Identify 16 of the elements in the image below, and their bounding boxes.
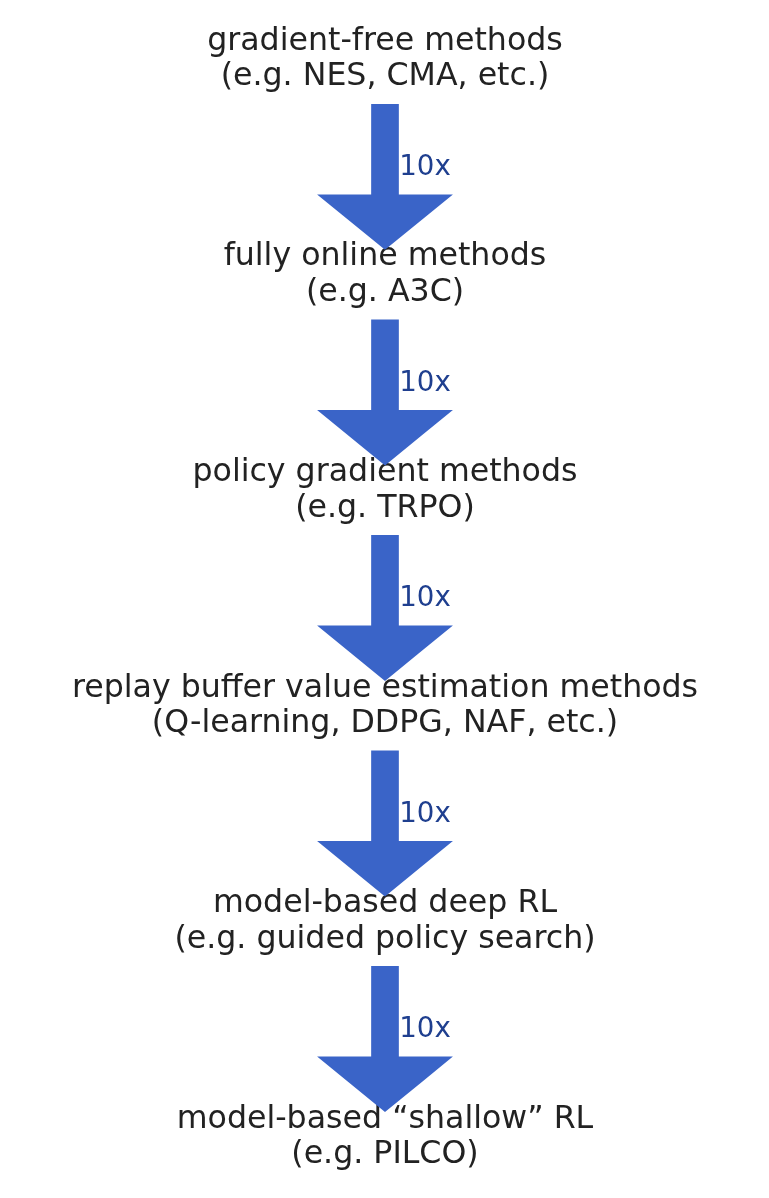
arrow (316, 750, 453, 897)
node-text: replay buffer value estimation methods (Q-learning, DDPG, NAF, etc.) (71, 667, 698, 740)
edge-label: 10x (398, 364, 451, 398)
node-text: fully online methods (e.g. A3C) (223, 236, 546, 308)
edge-label: 10x (398, 580, 451, 614)
arrow (316, 535, 453, 681)
arrow (316, 966, 453, 1113)
edge-label: 10x (398, 795, 451, 829)
node-text: model-based “shallow” RL (e.g. PILCO) (176, 1098, 593, 1171)
edge-label: 10x (398, 1011, 451, 1045)
edge-label: 10x (398, 149, 451, 183)
node-text: policy gradient methods (e.g. TRPO) (191, 451, 578, 524)
node-text: gradient-free methods (e.g. NES, CMA, etc.) (206, 20, 563, 93)
node-text: model-based deep RL (e.g. guided policy search) (173, 883, 596, 955)
arrow (316, 319, 453, 466)
arrow (316, 103, 453, 250)
